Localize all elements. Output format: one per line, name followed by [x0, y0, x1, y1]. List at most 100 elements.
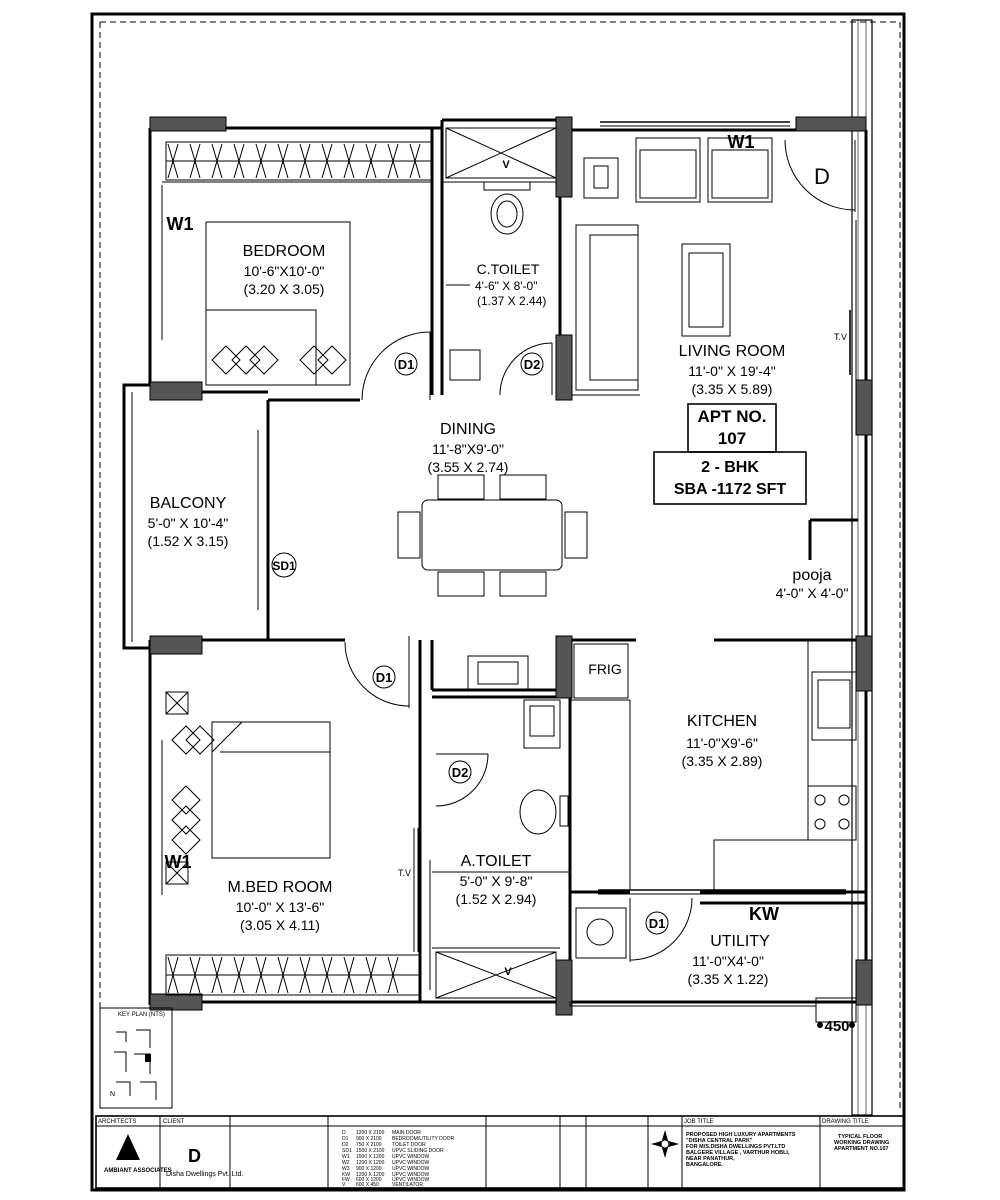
dining-size: 11'-8"X9'-0" [432, 441, 504, 457]
room-labels: BEDROOM 10'-6"X10'-0" (3.20 X 3.05) C.TO… [148, 243, 849, 987]
balcony-name: BALCONY [150, 495, 227, 512]
svg-text:TOILET DOOR: TOILET DOOR [392, 1142, 426, 1148]
svg-text:V: V [342, 1182, 346, 1188]
pooja-name: pooja [792, 567, 831, 584]
pooja-size: 4'-0" X 4'-0" [776, 585, 849, 601]
apt-area: SBA -1172 SFT [674, 481, 787, 498]
kitchen-size: 11'-0"X9'-6" [686, 735, 758, 751]
svg-text:UPVC WINDOW: UPVC WINDOW [392, 1160, 430, 1166]
svg-text:D1: D1 [398, 357, 415, 372]
svg-text:W3: W3 [342, 1166, 350, 1172]
wardrobe-bottom [165, 954, 421, 996]
vent-tag-atoilet: V [504, 966, 512, 978]
mbed-name: M.BED ROOM [228, 879, 333, 896]
key-plan: KEY PLAN (NTS) N [99, 1007, 173, 1109]
vent-tag-ctoilet: V [502, 159, 510, 171]
bedroom-metric: (3.20 X 3.05) [244, 281, 325, 297]
sliding-door-tag: SD1 [271, 552, 297, 578]
apt-label: APT NO. [698, 407, 767, 426]
svg-text:600 X 1200: 600 X 1200 [356, 1177, 382, 1183]
ctoilet-size: 4'-6" X 8'-0" [475, 279, 537, 293]
svg-text:W2: W2 [342, 1160, 350, 1166]
bed-master [165, 691, 331, 885]
dining-metric: (3.55 X 2.74) [428, 459, 509, 475]
project-description: PROPOSED HIGH LUXURY APARTMENTS "DISHA C… [686, 1132, 796, 1168]
svg-text:600 X 450: 600 X 450 [356, 1182, 379, 1188]
windows [413, 121, 857, 1023]
atoilet-metric: (1.52 X 2.94) [456, 891, 537, 907]
client-name: Disha Dwellings Pvt. Ltd. [166, 1171, 243, 1178]
svg-text:1200 X 1200: 1200 X 1200 [356, 1172, 385, 1178]
apt-type: 2 - BHK [701, 459, 759, 476]
atoilet-size: 5'-0" X 9'-8" [460, 873, 533, 889]
svg-text:D1: D1 [649, 916, 666, 931]
dining-table [397, 474, 588, 597]
svg-text:BANGALORE.: BANGALORE. [686, 1162, 723, 1168]
main-door-tag: D [814, 164, 830, 189]
svg-text:FW: FW [342, 1177, 350, 1183]
tags: W1 W1 W1 KW D D1 D2 D1 D2 D1 SD1 V V [165, 132, 855, 1035]
ctoilet-fixtures [446, 181, 531, 381]
utility-name: UTILITY [710, 933, 770, 950]
svg-text:750 X 2100: 750 X 2100 [356, 1142, 382, 1148]
door-tag-mbed: D1 [372, 665, 396, 689]
svg-text:VENTILATOR: VENTILATOR [392, 1182, 423, 1188]
architect-name: AMBIANT ASSOCIATES [104, 1168, 172, 1174]
door-tag-ctoilet: D2 [520, 352, 544, 376]
door-tag-utility: D1 [645, 911, 669, 935]
svg-text:1200 X 1200: 1200 X 1200 [356, 1160, 385, 1166]
mbed-size: 10'-0" X 13'-6" [236, 899, 324, 915]
fridge-tag: FRIG [588, 661, 621, 677]
key-plan-north: N [110, 1091, 115, 1098]
svg-text:APARTMENT NO.107: APARTMENT NO.107 [834, 1146, 889, 1152]
key-plan-label: KEY PLAN (NTS) [118, 1012, 165, 1018]
client-label: CLIENT [163, 1119, 185, 1125]
svg-text:900 X 2100: 900 X 2100 [356, 1136, 382, 1142]
svg-text:D: D [188, 1146, 201, 1166]
dining-name: DINING [440, 421, 496, 438]
svg-text:BALGERE VILLAGE , VARTHUR HOBL: BALGERE VILLAGE , VARTHUR HOBLI, [686, 1150, 790, 1156]
ctoilet-metric: (1.37 X 2.44) [477, 294, 546, 308]
apartment-info: APT NO. 107 2 - BHK SBA -1172 SFT [653, 403, 807, 505]
client-logo: D Disha Dwellings Pvt. Ltd. [166, 1146, 243, 1178]
tv-tag-living: T.V [834, 332, 847, 342]
svg-text:UPVC WINDOW: UPVC WINDOW [392, 1177, 430, 1183]
svg-text:"DISHA CENTRAL PARK": "DISHA CENTRAL PARK" [686, 1138, 753, 1144]
living-name: LIVING ROOM [679, 343, 786, 360]
sheet-border [90, 12, 906, 1192]
kitchen-window-tag: KW [749, 904, 779, 924]
bed-bedroom [205, 221, 351, 386]
window-tag-mbed: W1 [165, 852, 192, 872]
bedroom-name: BEDROOM [243, 243, 326, 260]
window-tag-bedroom: W1 [167, 214, 194, 234]
svg-text:PROPOSED HIGH LUXURY APARTMENT: PROPOSED HIGH LUXURY APARTMENTS [686, 1132, 796, 1138]
columns [149, 116, 873, 1016]
svg-text:UPVC SLIDING DOOR: UPVC SLIDING DOOR [392, 1148, 444, 1154]
compass-icon [651, 1130, 679, 1158]
wardrobe-top [165, 141, 433, 181]
svg-text:D1: D1 [342, 1136, 349, 1142]
drawing-title-label: DRAWING TITLE [822, 1119, 869, 1125]
svg-text:TYPICAL FLOOR: TYPICAL FLOOR [838, 1134, 882, 1140]
svg-text:D1: D1 [376, 670, 393, 685]
dimension-tag: 450 [817, 1018, 855, 1035]
svg-text:1500 X 2100: 1500 X 2100 [356, 1148, 385, 1154]
architects-label: ARCHITECTS [98, 1119, 136, 1125]
svg-text:FOR M/S.DISHA DWELLINGS PVT.LT: FOR M/S.DISHA DWELLINGS PVT.LTD [686, 1144, 785, 1150]
architect-logo: AMBIANT ASSOCIATES [104, 1134, 172, 1174]
svg-text:D2: D2 [342, 1142, 349, 1148]
kitchen-fixtures [573, 643, 857, 959]
kitchen-name: KITCHEN [687, 713, 757, 730]
living-furniture [575, 137, 773, 391]
ctoilet-shower [445, 127, 557, 179]
svg-text:NEAR PANATHUR,: NEAR PANATHUR, [686, 1156, 735, 1162]
utility-size: 11'-0"X4'-0" [692, 953, 764, 969]
tv-tag-mbed: T.V [398, 868, 411, 878]
svg-text:WORKING DRAWING: WORKING DRAWING [834, 1140, 889, 1146]
atoilet-fixtures [467, 655, 569, 835]
door-tag-bedroom: D1 [394, 352, 418, 376]
svg-text:1500 X 1200: 1500 X 1200 [356, 1154, 385, 1160]
balcony-metric: (1.52 X 3.15) [148, 533, 229, 549]
job-title-label: JOB TITLE [684, 1119, 714, 1125]
svg-text:D2: D2 [452, 765, 469, 780]
